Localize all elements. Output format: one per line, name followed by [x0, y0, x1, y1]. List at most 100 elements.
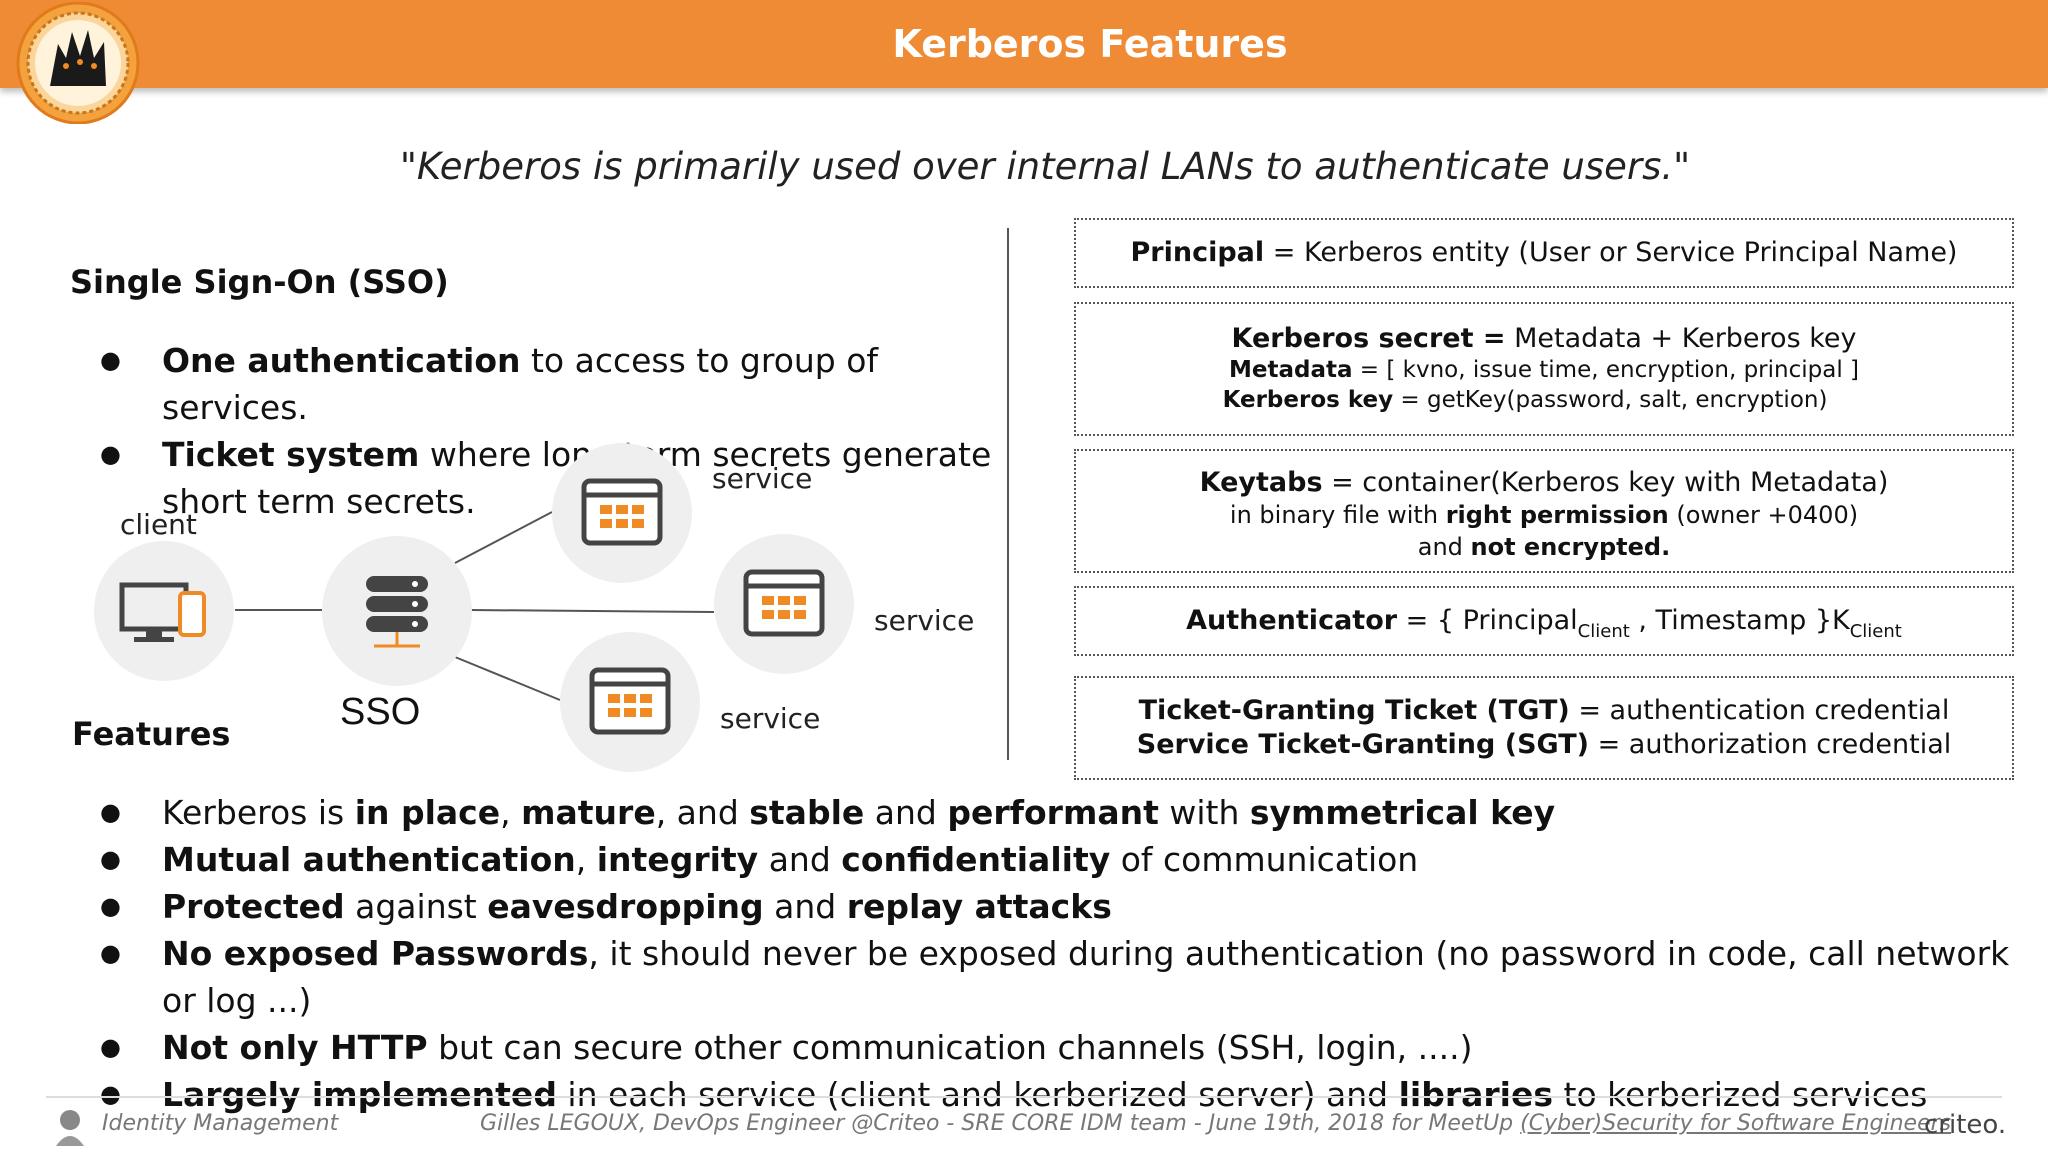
text: Metadata + Kerberos key — [1505, 323, 1857, 354]
keytabs-line-3: and not encrypted. — [1076, 531, 2012, 563]
subscript: Client — [1849, 621, 1902, 642]
browser-window-icon — [581, 478, 663, 546]
bold-text: libraries — [1398, 1075, 1554, 1114]
text: in each service (client and kerberized s… — [556, 1075, 1399, 1114]
text: and — [763, 887, 847, 926]
bold-text: integrity — [596, 840, 759, 879]
footer-divider — [46, 1096, 2002, 1098]
text: , Timestamp }K — [1629, 605, 1850, 636]
bold-text: in place — [354, 793, 501, 832]
text: and — [758, 840, 842, 879]
vertical-divider — [1007, 228, 1009, 760]
bold-text: Service Ticket-Granting (SGT) — [1136, 729, 1589, 760]
text: with — [1158, 793, 1250, 832]
features-heading: Features — [72, 715, 231, 753]
sso-bullet-one-auth: One authentication to access to group of… — [100, 337, 1000, 431]
service-label-bottom: service — [720, 702, 821, 735]
bold-text: No exposed Passwords — [162, 934, 589, 973]
secret-line: Kerberos secret = Metadata + Kerberos ke… — [1076, 322, 2012, 355]
text: = { Principal — [1397, 605, 1578, 636]
browser-window-icon — [589, 667, 671, 735]
client-node — [94, 541, 234, 681]
feature-bullet-6: Largely implemented in each service (cli… — [100, 1071, 2040, 1118]
authenticator-box: Authenticator = { PrincipalClient , Time… — [1074, 586, 2014, 656]
meetup-link[interactable]: (Cyber)Security for Software Engineers — [1520, 1111, 1952, 1136]
sso-node — [322, 536, 472, 686]
text: = container(Kerberos key with Metadata) — [1322, 467, 1889, 498]
service-node-bottom — [560, 632, 700, 772]
service-label-top: service — [712, 462, 813, 495]
bold-text: Principal — [1130, 237, 1265, 268]
keytabs-line-2: in binary file with right permission (ow… — [1076, 499, 2012, 531]
footer-credit-text: Gilles LEGOUX, DevOps Engineer @Criteo -… — [480, 1111, 1521, 1136]
keytabs-box: Keytabs = container(Kerberos key with Me… — [1074, 449, 2014, 573]
tgt-line: Ticket-Granting Ticket (TGT) = authentic… — [1076, 694, 2012, 728]
service-label-mid: service — [874, 604, 975, 637]
text: (owner +0400) — [1668, 501, 1859, 529]
feature-bullet-1: Kerberos is in place, mature, and stable… — [100, 789, 2040, 836]
service-node-top — [552, 443, 692, 583]
browser-window-icon — [743, 569, 825, 637]
bold-text: performant — [947, 793, 1159, 832]
text: where long term secrets generate short t… — [162, 435, 992, 521]
text: = Kerberos entity (User or Service Princ… — [1264, 237, 1958, 268]
bold-text: Mutual authentication — [162, 840, 576, 879]
text: Kerberos is — [162, 793, 355, 832]
author-avatar-icon — [52, 1106, 88, 1146]
bold-text: Kerberos secret = — [1231, 323, 1506, 354]
sso-diagram-lines — [235, 511, 715, 701]
server-stack-icon — [366, 576, 428, 648]
slide-title: Kerberos Features — [892, 22, 1288, 66]
subscript: Client — [1577, 621, 1630, 642]
criteo-brand-logo: criteo. — [1924, 1110, 2007, 1140]
principal-box: Principal = Kerberos entity (User or Ser… — [1074, 218, 2014, 288]
footer-credit: Gilles LEGOUX, DevOps Engineer @Criteo -… — [480, 1111, 1951, 1136]
bold-text: Largely implemented — [162, 1075, 557, 1114]
bold-text: Ticket system — [162, 435, 420, 474]
kerberos-key-line: Kerberos key = getKey(password, salt, en… — [1076, 385, 2012, 415]
bold-text: Protected — [162, 887, 345, 926]
text: , it should never be exposed during auth… — [162, 934, 2010, 1020]
text: , — [500, 793, 522, 832]
text: in binary file with — [1229, 501, 1446, 529]
bold-text: Ticket-Granting Ticket (TGT) — [1138, 695, 1570, 726]
bold-text: confidentiality — [841, 840, 1111, 879]
sso-heading: Single Sign-On (SSO) — [70, 263, 449, 301]
client-devices-icon — [119, 582, 206, 642]
footer-left-text: Identity Management — [102, 1111, 339, 1136]
text: , — [575, 840, 597, 879]
features-bullets: Kerberos is in place, mature, and stable… — [100, 789, 2040, 1118]
bold-text: stable — [749, 793, 865, 832]
text: , and — [655, 793, 750, 832]
keytabs-line: Keytabs = container(Kerberos key with Me… — [1076, 467, 2012, 499]
service-node-mid — [714, 534, 854, 674]
bold-text: One authentication — [162, 341, 521, 380]
bold-text: Kerberos key — [1222, 387, 1394, 413]
bold-text: mature — [521, 793, 656, 832]
bold-text: eavesdropping — [487, 887, 764, 926]
feature-bullet-5: Not only HTTP but can secure other commu… — [100, 1024, 2040, 1071]
client-label: client — [120, 508, 197, 541]
text: = getKey(password, salt, encryption) — [1393, 387, 1828, 413]
sso-label: SSO — [340, 691, 421, 733]
bold-text: symmetrical key — [1249, 793, 1556, 832]
text: of communication — [1110, 840, 1419, 879]
feature-bullet-4: No exposed Passwords, it should never be… — [100, 930, 2040, 1024]
text: but can secure other communication chann… — [427, 1028, 1473, 1067]
quote-text: "Kerberos is primarily used over interna… — [399, 145, 1691, 188]
text: = authorization credential — [1589, 729, 1952, 760]
text: = [ kvno, issue time, encryption, princi… — [1352, 357, 1860, 383]
bold-text: Metadata — [1228, 357, 1353, 383]
text: to kerberized services — [1553, 1075, 1928, 1114]
text: and — [864, 793, 948, 832]
bold-text: Not only HTTP — [162, 1028, 428, 1067]
header-bar — [0, 0, 2048, 88]
bold-text: Keytabs — [1199, 467, 1323, 498]
bold-text: right permission — [1445, 501, 1669, 529]
feature-bullet-2: Mutual authentication, integrity and con… — [100, 836, 2040, 883]
text: against — [344, 887, 488, 926]
text: to access to group of services. — [162, 341, 879, 427]
sso-bullet-ticket: Ticket system where long term secrets ge… — [100, 431, 1000, 525]
bold-text: not encrypted. — [1470, 533, 1671, 561]
metadata-line: Metadata = [ kvno, issue time, encryptio… — [1076, 355, 2012, 385]
